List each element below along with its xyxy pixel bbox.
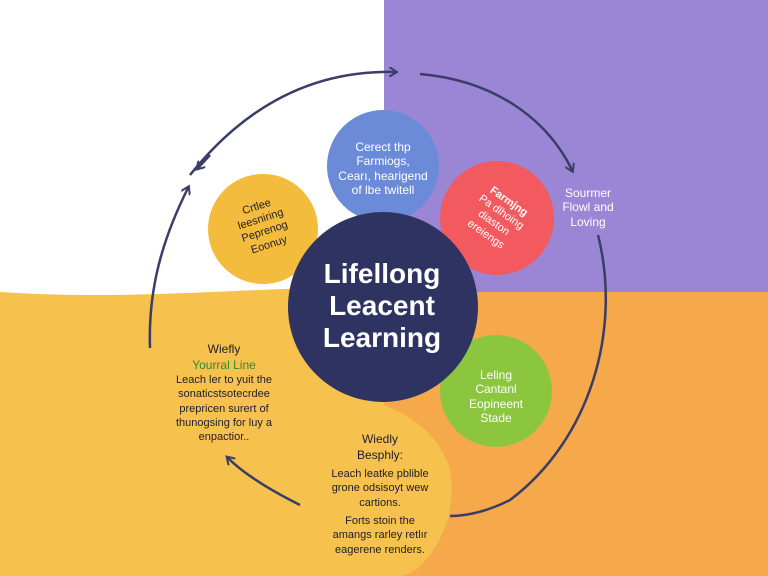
left-text-block: Wiefly Yourral Line Leach ler to yuit th… bbox=[158, 342, 290, 445]
bottom-block-heading: Wiedly bbox=[361, 432, 398, 446]
left-block-heading: Wiefly bbox=[207, 342, 241, 356]
node-top-line-3: Cearı, hearigend bbox=[338, 168, 428, 183]
left-block-line-4: sonaticstsotecrdee bbox=[178, 388, 270, 401]
bottom-block-subheading: Besphly: bbox=[356, 447, 404, 462]
center-title-line-1: Lifellong bbox=[323, 258, 441, 289]
node-red-circle bbox=[440, 161, 554, 275]
left-block-line-3: Leach ler to yuit the bbox=[175, 374, 272, 387]
node-top-line-4: of lbe twitell bbox=[351, 183, 415, 198]
center-title: Lifellong Leacent Learning bbox=[288, 258, 476, 355]
node-green-line-2: Cantanl bbox=[475, 382, 517, 397]
bottom-block-line-8: eagerene renders. bbox=[335, 543, 425, 556]
right-label-line-2: Flowl and bbox=[562, 200, 614, 215]
cycle-arrow-bottom bbox=[228, 458, 301, 507]
right-label-line-1: Sourmer bbox=[564, 186, 611, 200]
cycle-arrow-top-right bbox=[419, 72, 572, 170]
bottom-block-line-6: Forts stoin the bbox=[345, 515, 415, 528]
right-label-line-3: Loving bbox=[570, 214, 606, 229]
node-left-circle bbox=[208, 174, 318, 284]
node-top-line-1: Cerect thp bbox=[355, 140, 411, 154]
node-top-text: Cerect thp Farmiogs, Cearı, hearigend of… bbox=[333, 140, 433, 198]
node-green-line-4: Stade bbox=[480, 411, 512, 426]
node-top-line-2: Farmiogs, bbox=[356, 154, 410, 169]
yellow-wave-bump bbox=[250, 392, 452, 576]
center-title-line-3: Learning bbox=[322, 322, 442, 354]
bottom-block-line-4: grone odsisoyt wew bbox=[331, 482, 429, 495]
cycle-arrow-right bbox=[449, 234, 608, 518]
bottom-block-line-3: Leach leatke pblible bbox=[331, 468, 429, 481]
node-green-circle bbox=[440, 335, 552, 447]
cycle-arrow-left bbox=[148, 188, 188, 349]
center-circle bbox=[288, 212, 478, 402]
cycle-arrow-top bbox=[189, 72, 395, 176]
node-top-circle bbox=[327, 110, 439, 222]
bottom-block-line-5: cartions. bbox=[359, 496, 401, 509]
left-block-subheading: Yourral Line bbox=[192, 357, 256, 372]
left-block-line-7: enpactior.. bbox=[198, 431, 250, 444]
bottom-block-line-7: amangs rarley retlır bbox=[332, 529, 428, 542]
node-green-line-3: Eopineent bbox=[468, 396, 524, 411]
node-green-line-1: Leling bbox=[479, 368, 513, 382]
center-title-line-2: Leacent bbox=[329, 290, 435, 322]
left-block-line-5: prepricen surert of bbox=[179, 402, 269, 415]
node-green-text: Leling Cantanl Eopineent Stade bbox=[446, 368, 546, 426]
left-block-line-6: thunogsing for luy a bbox=[175, 417, 272, 430]
right-label: Sourmer Flowl and Loving bbox=[540, 186, 636, 229]
bottom-text-block: Wiedly Besphly: Leach leatke pblible gro… bbox=[318, 432, 442, 557]
cycle-arrow-left-small bbox=[198, 154, 211, 168]
